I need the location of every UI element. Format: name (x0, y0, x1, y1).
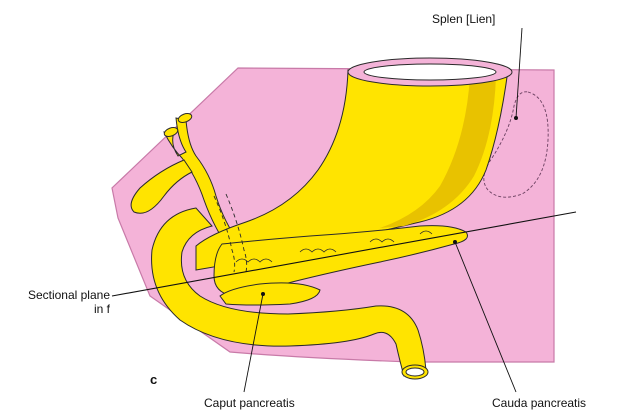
stomach-opening (364, 64, 496, 80)
leader-spleen-dot (514, 116, 518, 120)
label-cauda-pancreatis: Cauda pancreatis (492, 396, 586, 410)
label-sectional-plane-in-f: in f (14, 302, 110, 316)
label-spleen: Splen [Lien] (432, 12, 495, 26)
panel-letter: c (150, 372, 157, 387)
label-sectional-plane: Sectional plane (14, 288, 110, 302)
leader-caput-dot (261, 292, 265, 296)
label-caput-pancreatis: Caput pancreatis (204, 396, 295, 410)
leader-cauda-dot (453, 240, 457, 244)
duodenum-lumen (406, 368, 424, 376)
